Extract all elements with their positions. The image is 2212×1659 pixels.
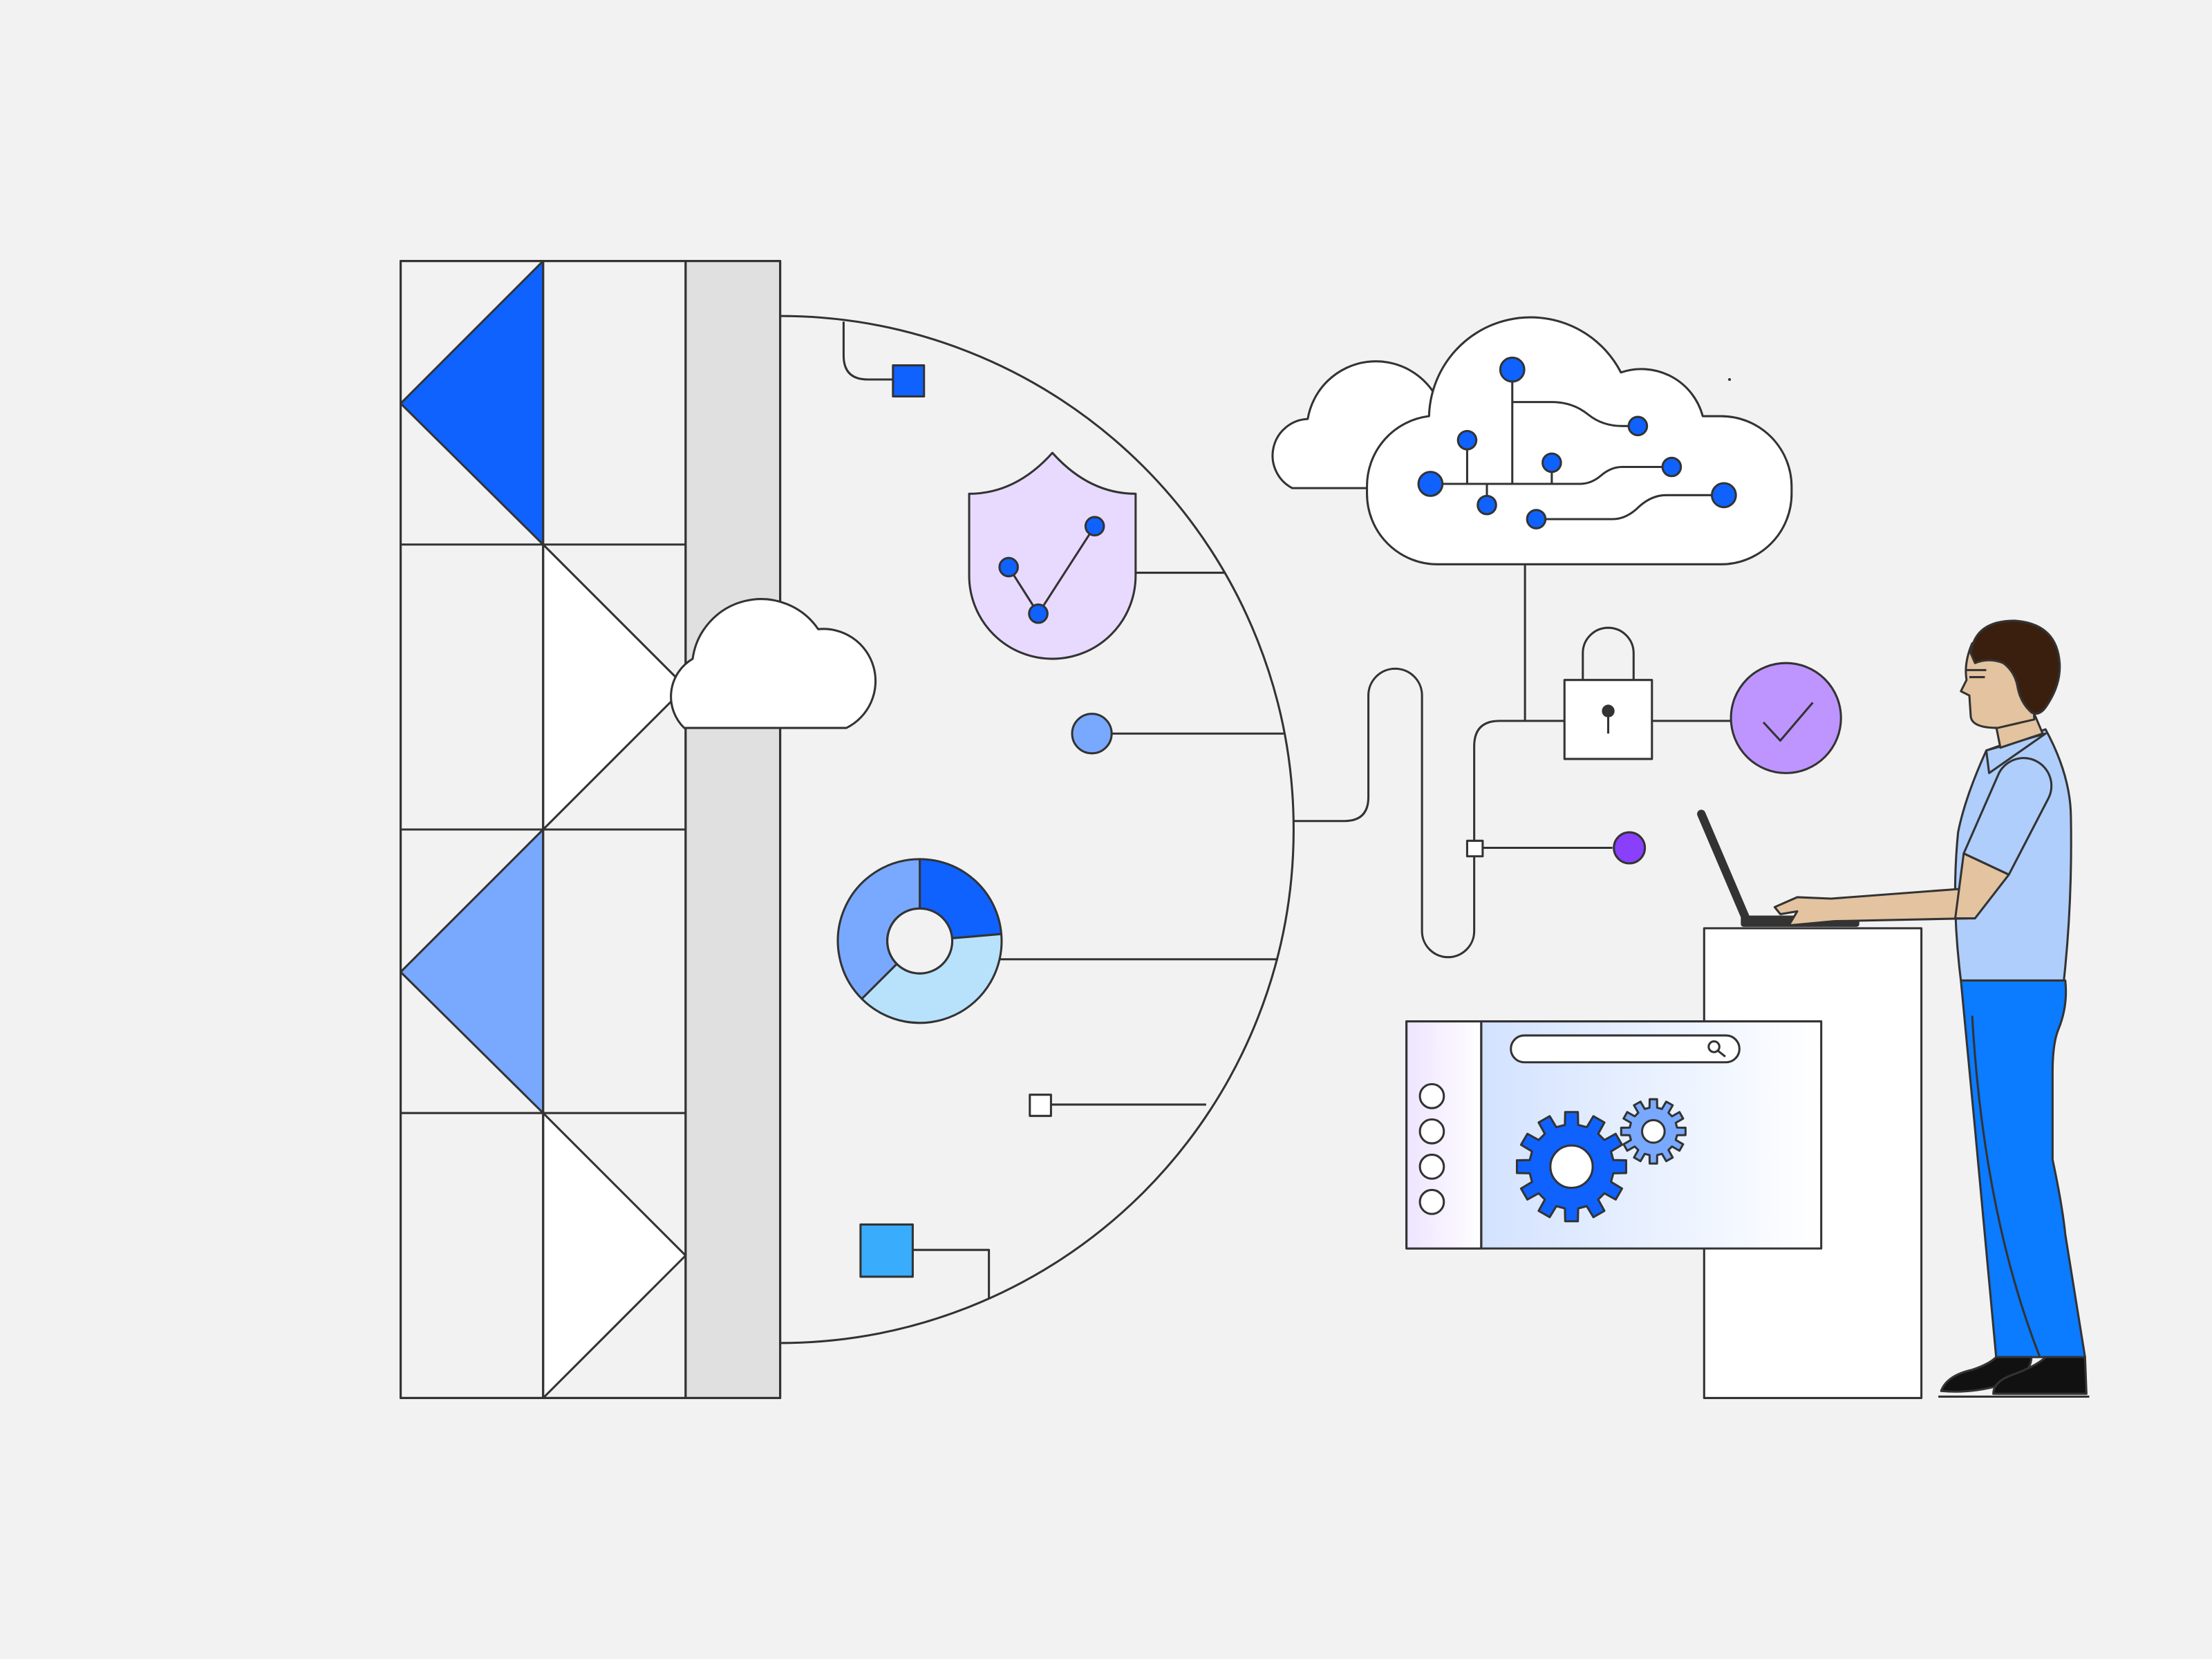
half-circle-hub [780, 315, 1295, 1344]
circuit-node [1499, 356, 1526, 383]
stray-dot [1728, 377, 1732, 382]
shield-node [1084, 516, 1105, 537]
sidebar-nav-item[interactable] [1418, 1188, 1445, 1215]
pants-seam [1971, 1015, 2041, 1358]
purple-dot-node [1613, 831, 1647, 865]
half-circle-outline [780, 315, 1295, 1344]
circuit-node [1661, 456, 1683, 478]
search-input[interactable] [1510, 1034, 1741, 1064]
circuit-node [1627, 415, 1649, 437]
circuit-trace [1430, 465, 1672, 485]
blue-square-node [892, 364, 926, 397]
circuit-node [1526, 509, 1547, 529]
check-mark [1762, 702, 1814, 742]
person-pants [1960, 979, 2086, 1358]
check-circle [1730, 662, 1842, 774]
security-shield-icon [968, 451, 1137, 660]
shield-body [968, 451, 1137, 660]
cloud-shape [670, 598, 877, 729]
circuit-traces [1430, 369, 1724, 521]
circuit-cloud-shape [1366, 316, 1793, 565]
circuit-cloud-icon [1366, 316, 1793, 565]
circuit-node [1417, 471, 1444, 497]
sidebar-nav-item[interactable] [1418, 1153, 1445, 1180]
search-icon[interactable] [1707, 1040, 1726, 1058]
glasses [1965, 668, 1987, 679]
donut-chart-icon [836, 858, 1003, 1024]
shield-node [1028, 603, 1049, 624]
gray-panel-strip [684, 260, 782, 1399]
connector-line [842, 321, 894, 381]
padlock-shackle [1582, 626, 1635, 680]
blue-dot-node [1071, 713, 1113, 755]
circuit-node [1456, 429, 1478, 451]
circuit-trace [1512, 401, 1638, 427]
search-handle [1717, 1050, 1726, 1058]
wire-junction-square [1465, 839, 1484, 858]
person-shoe [1992, 1356, 2088, 1395]
donut-hole [886, 907, 954, 975]
settings-window [1405, 1020, 1823, 1250]
connector-line [912, 1248, 991, 1300]
wire-path [1293, 667, 1565, 959]
search-lens [1707, 1040, 1721, 1053]
gear-hole [1640, 1118, 1666, 1144]
wiring [1293, 564, 1732, 959]
gear-hole [1549, 1144, 1594, 1189]
sidebar-nav-item[interactable] [1418, 1082, 1445, 1109]
person [1773, 619, 2090, 1398]
sidebar-nav-item[interactable] [1418, 1118, 1445, 1145]
tile-grid-border [400, 260, 782, 1399]
cloud-icon [670, 598, 877, 729]
circuit-node [1541, 452, 1562, 474]
sky-blue-square-node [859, 1223, 914, 1278]
laptop-screen [1697, 809, 1751, 924]
checkmark-badge-icon [1730, 662, 1842, 774]
person-hair [1969, 619, 2061, 715]
shield-node [998, 556, 1019, 578]
gear-small-icon[interactable] [1620, 1098, 1687, 1165]
gear-icon[interactable] [1515, 1111, 1627, 1223]
tile-grid [400, 260, 782, 1399]
circuit-trace [1536, 494, 1724, 521]
circuit-node [1477, 494, 1497, 516]
person-sleeve [1962, 757, 2053, 876]
padlock-icon [1563, 626, 1653, 760]
white-square-node [1029, 1094, 1052, 1117]
circuit-node [1711, 482, 1737, 509]
person-upper-arm [1954, 852, 2010, 920]
